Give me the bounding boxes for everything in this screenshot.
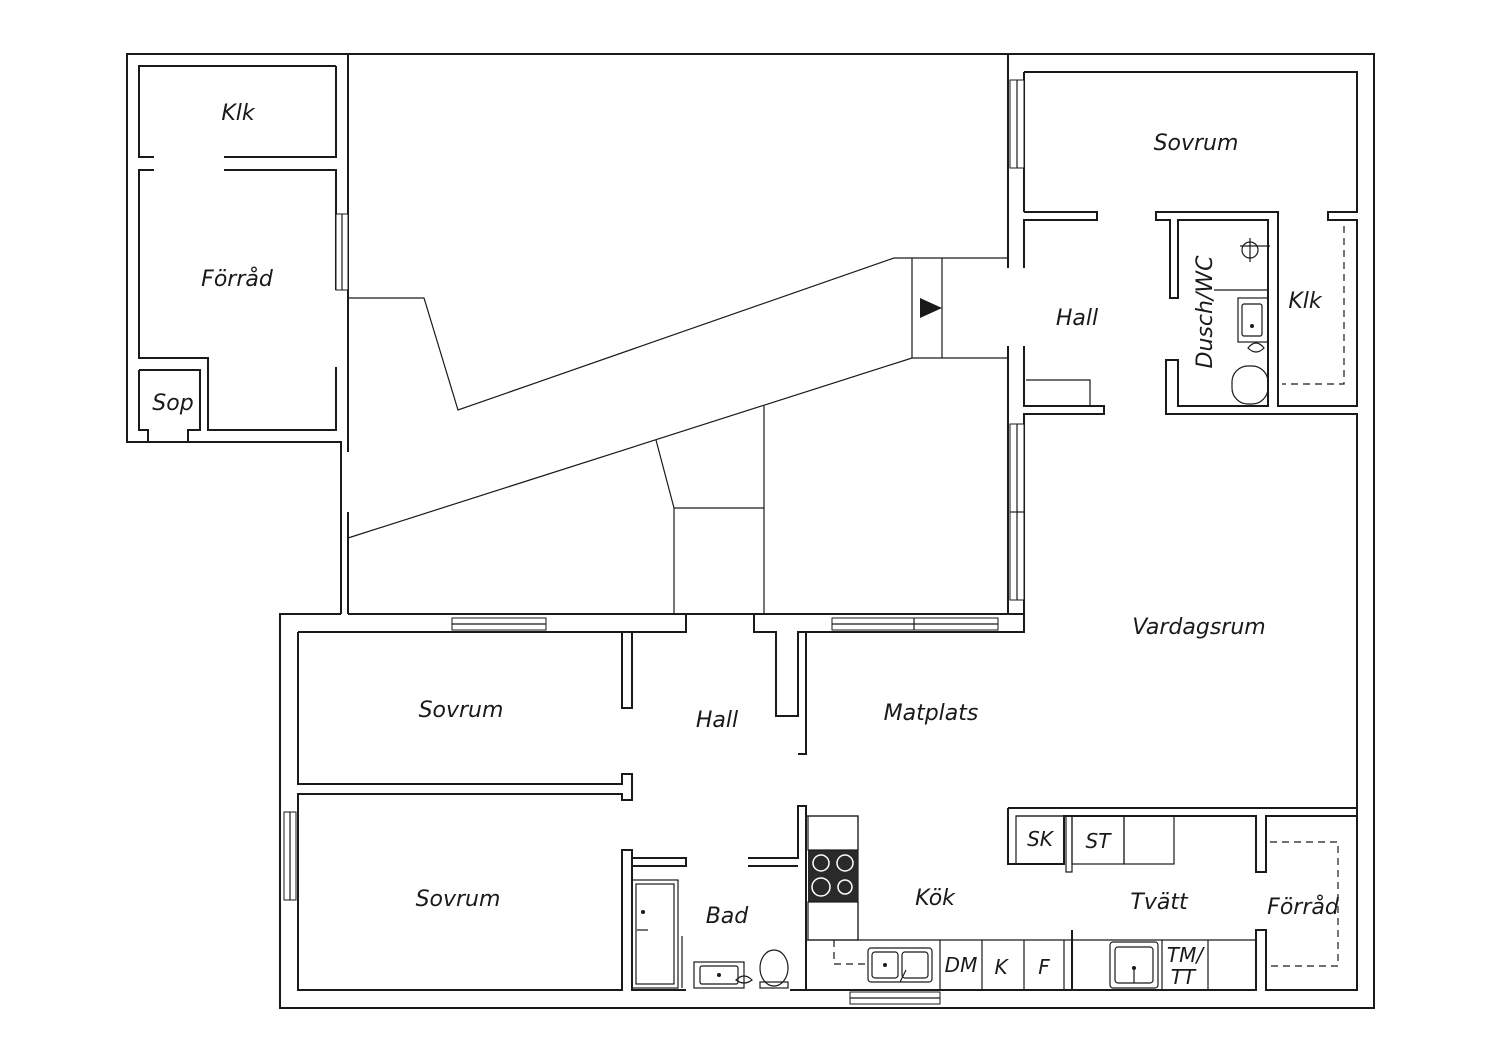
cabinet-sk bbox=[1015, 815, 1065, 865]
cabinet-extra bbox=[1123, 815, 1175, 865]
wall-bad-top bbox=[632, 857, 687, 867]
wall-klk-divider bbox=[224, 66, 337, 158]
wall-tvatt bbox=[806, 807, 1358, 991]
triangle-arrow-right-icon bbox=[920, 298, 942, 318]
sink-icon bbox=[867, 947, 933, 983]
room-label-klk-right: Klk bbox=[1288, 289, 1323, 314]
fixture-label-dm: DM bbox=[945, 953, 978, 977]
bathtub-icon bbox=[1231, 365, 1269, 405]
klk-right-dashed bbox=[1282, 226, 1345, 385]
walls bbox=[126, 53, 1375, 1009]
room-label-hall-center: Hall bbox=[696, 708, 738, 733]
fixtures bbox=[631, 226, 1345, 990]
room-label-bad: Bad bbox=[706, 904, 750, 929]
room-label-tvatt: Tvätt bbox=[1130, 890, 1189, 915]
toilet-icon bbox=[759, 949, 789, 987]
wall-bedroom-mid bbox=[297, 632, 686, 991]
room-labels: Klk Förråd Sop Sovrum Hall Dusch/WC Klk … bbox=[152, 101, 1340, 929]
wall-hall-divider bbox=[753, 614, 807, 755]
fixture-label-tm: TM/ bbox=[1167, 943, 1205, 967]
stair-outline-bottom bbox=[347, 357, 1008, 539]
wall-hall-r-step bbox=[1026, 379, 1091, 406]
wall-sop-side bbox=[138, 370, 149, 442]
stove-icon bbox=[808, 850, 858, 902]
wall-tvatt-inner bbox=[1007, 808, 1357, 873]
room-label-sovrum-top-right: Sovrum bbox=[1154, 131, 1239, 156]
room-label-sop: Sop bbox=[152, 391, 193, 416]
wall-sop bbox=[139, 369, 201, 442]
fixture-label-k: K bbox=[994, 955, 1009, 979]
room-label-forrad-right: Förråd bbox=[1267, 894, 1340, 920]
wall-sovrum-tr bbox=[1024, 71, 1358, 808]
cab-st bbox=[1065, 816, 1073, 873]
room-label-sovrum-middle: Sovrum bbox=[419, 698, 504, 723]
sink-bad-icon bbox=[693, 961, 745, 989]
wall-hall-r-inner bbox=[1023, 346, 1105, 614]
wall-hall-r-top-stub bbox=[1023, 211, 1098, 268]
room-label-kok: Kök bbox=[915, 886, 956, 911]
room-label-sovrum-bottom: Sovrum bbox=[416, 887, 501, 912]
room-label-forrad-left: Förråd bbox=[201, 266, 274, 292]
stairwell bbox=[347, 257, 1008, 614]
room-label-dusch-wc: Dusch/WC bbox=[1193, 255, 1218, 369]
wall-right-outer bbox=[279, 53, 1375, 1009]
stair-outline-top bbox=[348, 257, 1008, 411]
fixture-label-tt: TT bbox=[1171, 965, 1197, 989]
wall-bedrooms-outer bbox=[298, 614, 687, 633]
fixture-label-st: ST bbox=[1086, 829, 1113, 853]
room-label-vardagsrum: Vardagsrum bbox=[1132, 615, 1265, 640]
wall-bad-right bbox=[748, 805, 807, 991]
wall-sovrum-hall bbox=[621, 632, 633, 709]
wall-storage-inner bbox=[138, 65, 336, 158]
fixture-label-f: F bbox=[1038, 955, 1050, 979]
wall-storage-outer bbox=[126, 53, 348, 614]
wall-forrad-inner bbox=[138, 169, 337, 431]
fixture-label-sk: SK bbox=[1027, 827, 1055, 851]
sink-wc-icon bbox=[1237, 297, 1269, 343]
room-label-klk-top-left: Klk bbox=[221, 101, 256, 126]
windows bbox=[283, 79, 1025, 1005]
room-label-matplats: Matplats bbox=[884, 701, 979, 726]
stair-lower bbox=[655, 439, 675, 614]
room-label-hall-right: Hall bbox=[1056, 306, 1098, 331]
laundry-sink-icon bbox=[1109, 941, 1159, 989]
shower-icon bbox=[631, 879, 679, 989]
fixture-labels: SK ST DM K F TM/ TT bbox=[945, 827, 1206, 989]
